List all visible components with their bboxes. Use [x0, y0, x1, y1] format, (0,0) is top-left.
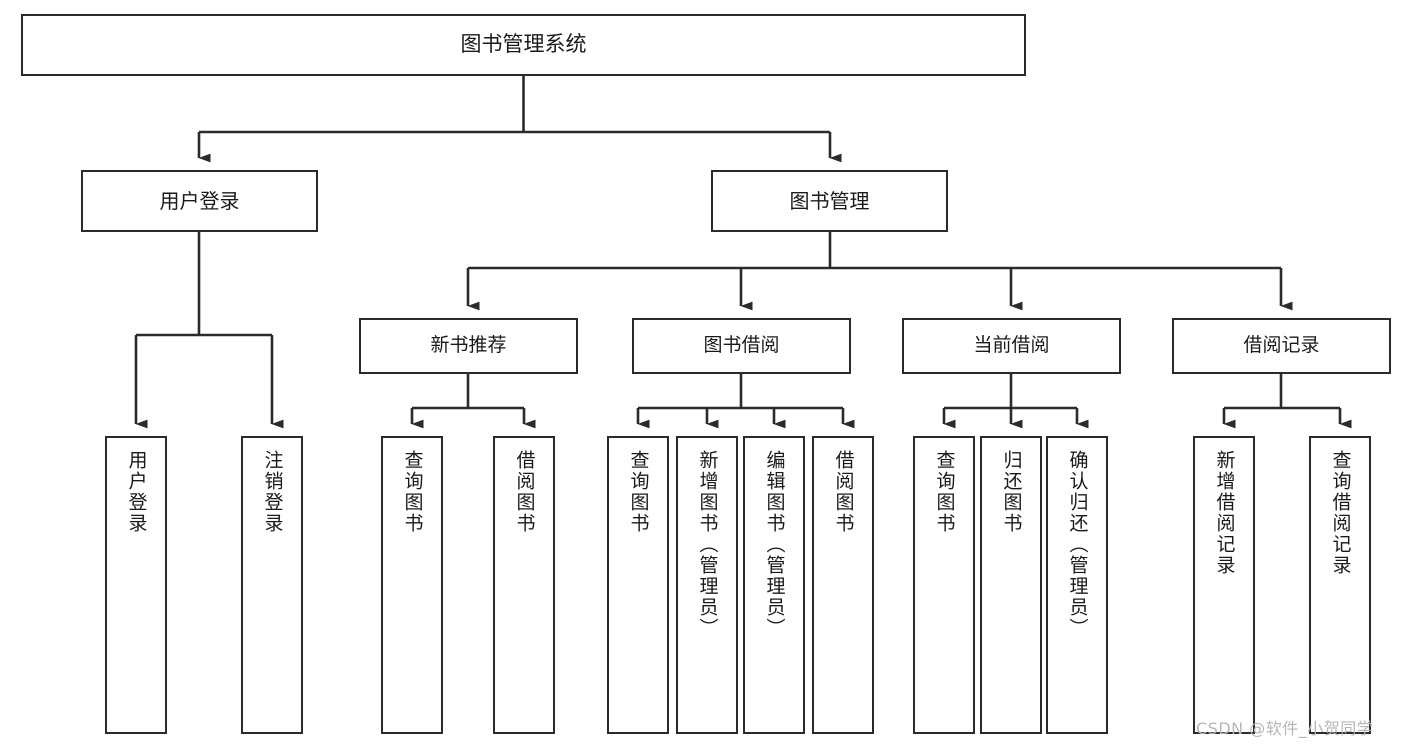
node-leaf-edit-book-admin[interactable]: 编辑图书（管理员）: [743, 436, 805, 734]
node-label: 借阅图书: [513, 450, 536, 534]
node-label: 新书推荐: [430, 334, 507, 357]
node-leaf-borrow-book[interactable]: 借阅图书: [812, 436, 874, 734]
node-leaf-query-book-recommend[interactable]: 查询图书: [381, 436, 443, 734]
node-label: 新增借阅记录: [1213, 450, 1236, 576]
node-label: 当前借阅: [973, 334, 1050, 357]
node-new-book-recommend[interactable]: 新书推荐: [359, 318, 578, 374]
node-leaf-add-borrow-record[interactable]: 新增借阅记录: [1193, 436, 1255, 734]
node-leaf-borrow-book-recommend[interactable]: 借阅图书: [493, 436, 555, 734]
node-leaf-add-book-admin[interactable]: 新增图书（管理员）: [676, 436, 738, 734]
node-label: 用户登录: [159, 188, 240, 213]
node-label: 确认归还（管理员）: [1066, 450, 1089, 639]
node-label: 图书管理: [789, 188, 870, 213]
node-leaf-confirm-return-admin[interactable]: 确认归还（管理员）: [1046, 436, 1108, 734]
node-label: 借阅记录: [1243, 334, 1320, 357]
node-borrow-record[interactable]: 借阅记录: [1172, 318, 1391, 374]
watermark-credit: CSDN @软件_小贺同学: [1196, 719, 1374, 738]
node-user-login[interactable]: 用户登录: [81, 170, 318, 232]
node-leaf-user-login[interactable]: 用户登录: [105, 436, 167, 734]
node-book-management[interactable]: 图书管理: [711, 170, 948, 232]
node-label: 编辑图书（管理员）: [763, 450, 786, 639]
node-label: 图书管理系统: [460, 32, 587, 57]
node-label: 查询借阅记录: [1329, 450, 1352, 576]
node-label: 查询图书: [401, 450, 424, 534]
node-leaf-query-borrow-record[interactable]: 查询借阅记录: [1309, 436, 1371, 734]
node-label: 查询图书: [627, 450, 650, 534]
node-leaf-logout[interactable]: 注销登录: [241, 436, 303, 734]
node-label: 新增图书（管理员）: [696, 450, 719, 639]
node-book-borrow[interactable]: 图书借阅: [632, 318, 851, 374]
node-leaf-query-book-borrow[interactable]: 查询图书: [607, 436, 669, 734]
node-current-borrow[interactable]: 当前借阅: [902, 318, 1121, 374]
node-label: 图书借阅: [703, 334, 780, 357]
node-label: 注销登录: [261, 450, 284, 534]
node-label: 借阅图书: [832, 450, 855, 534]
node-label: 查询图书: [933, 450, 956, 534]
node-label: 归还图书: [1000, 450, 1023, 534]
node-root-system[interactable]: 图书管理系统: [21, 14, 1026, 76]
node-leaf-return-book[interactable]: 归还图书: [980, 436, 1042, 734]
node-leaf-query-book-current[interactable]: 查询图书: [913, 436, 975, 734]
node-label: 用户登录: [125, 450, 148, 534]
